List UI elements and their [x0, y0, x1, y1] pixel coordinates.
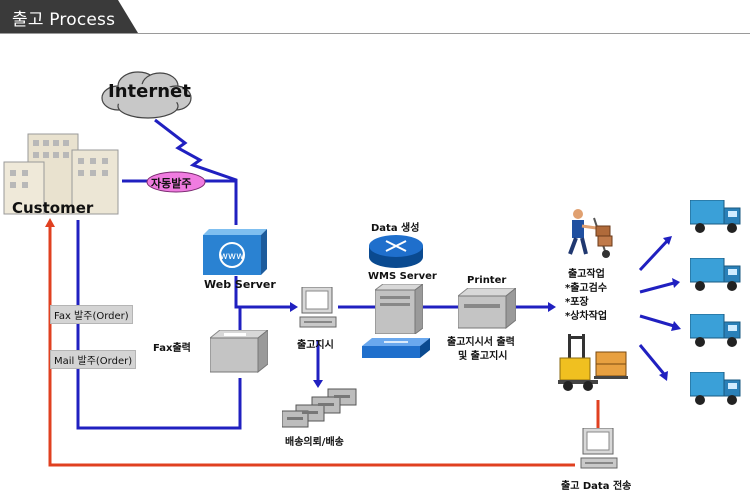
fax-output-label: Fax출력: [153, 343, 191, 354]
truck-arrow-4: [638, 344, 666, 375]
work-item-1: *출고검수: [565, 283, 608, 294]
delivery-label: 배송의뢰/배송: [285, 437, 344, 448]
auto-order-label: 자동발주: [151, 177, 192, 190]
web-to-release-line: [234, 276, 290, 309]
delivery-boxes-icon: [282, 388, 357, 428]
work-title-label: 출고작업: [568, 269, 605, 280]
wms-server-label: WMS Server: [368, 271, 437, 282]
truck-icon-4: [690, 372, 741, 405]
truck-icon-1: [690, 200, 741, 233]
truck-icon-2: [690, 258, 741, 291]
printer-icon: [458, 288, 516, 330]
fax-mail-line: [76, 220, 242, 430]
web-server-label: Web Server: [204, 278, 276, 291]
data-transfer-label: 출고 Data 전송: [561, 481, 632, 492]
fax-machine-icon: [210, 330, 268, 374]
wms-server-icon: [375, 284, 423, 334]
data-transfer-computer-icon: [580, 428, 618, 469]
auto-order-badge: [146, 171, 206, 193]
switch-icon: [362, 338, 430, 358]
building-icon: [3, 133, 119, 215]
truck-arrow-3: [639, 314, 675, 328]
data-create-label: Data 생성: [371, 223, 420, 234]
svg-text:www: www: [220, 251, 245, 262]
release-order-label: 출고지시: [297, 340, 334, 351]
fax-order-tag: Fax 발주(Order): [50, 305, 133, 324]
printer-label: Printer: [467, 275, 507, 286]
header-tab: [0, 0, 138, 33]
worker-icon: [568, 209, 613, 258]
internet-label: Internet: [108, 81, 191, 102]
mail-order-tag: Mail 발주(Order): [50, 350, 137, 369]
print-out-label-2: 및 출고지시: [458, 351, 508, 362]
router-icon: [369, 235, 423, 268]
print-out-label-1: 출고지시서 출력: [447, 337, 515, 348]
header-divider: [0, 33, 750, 34]
cloud-icon: [101, 71, 192, 119]
customer-label: Customer: [12, 199, 94, 217]
truck-icon-3: [690, 314, 741, 347]
computer-icon: [299, 287, 337, 328]
forklift-icon: [558, 334, 628, 391]
truck-arrow-1: [638, 238, 670, 272]
work-item-3: *상차작업: [565, 311, 608, 322]
work-item-2: *포장: [565, 297, 589, 308]
truck-arrow-2: [639, 281, 675, 294]
page-title: 출고 Process: [12, 10, 116, 30]
web-server-icon: www: [203, 229, 267, 275]
